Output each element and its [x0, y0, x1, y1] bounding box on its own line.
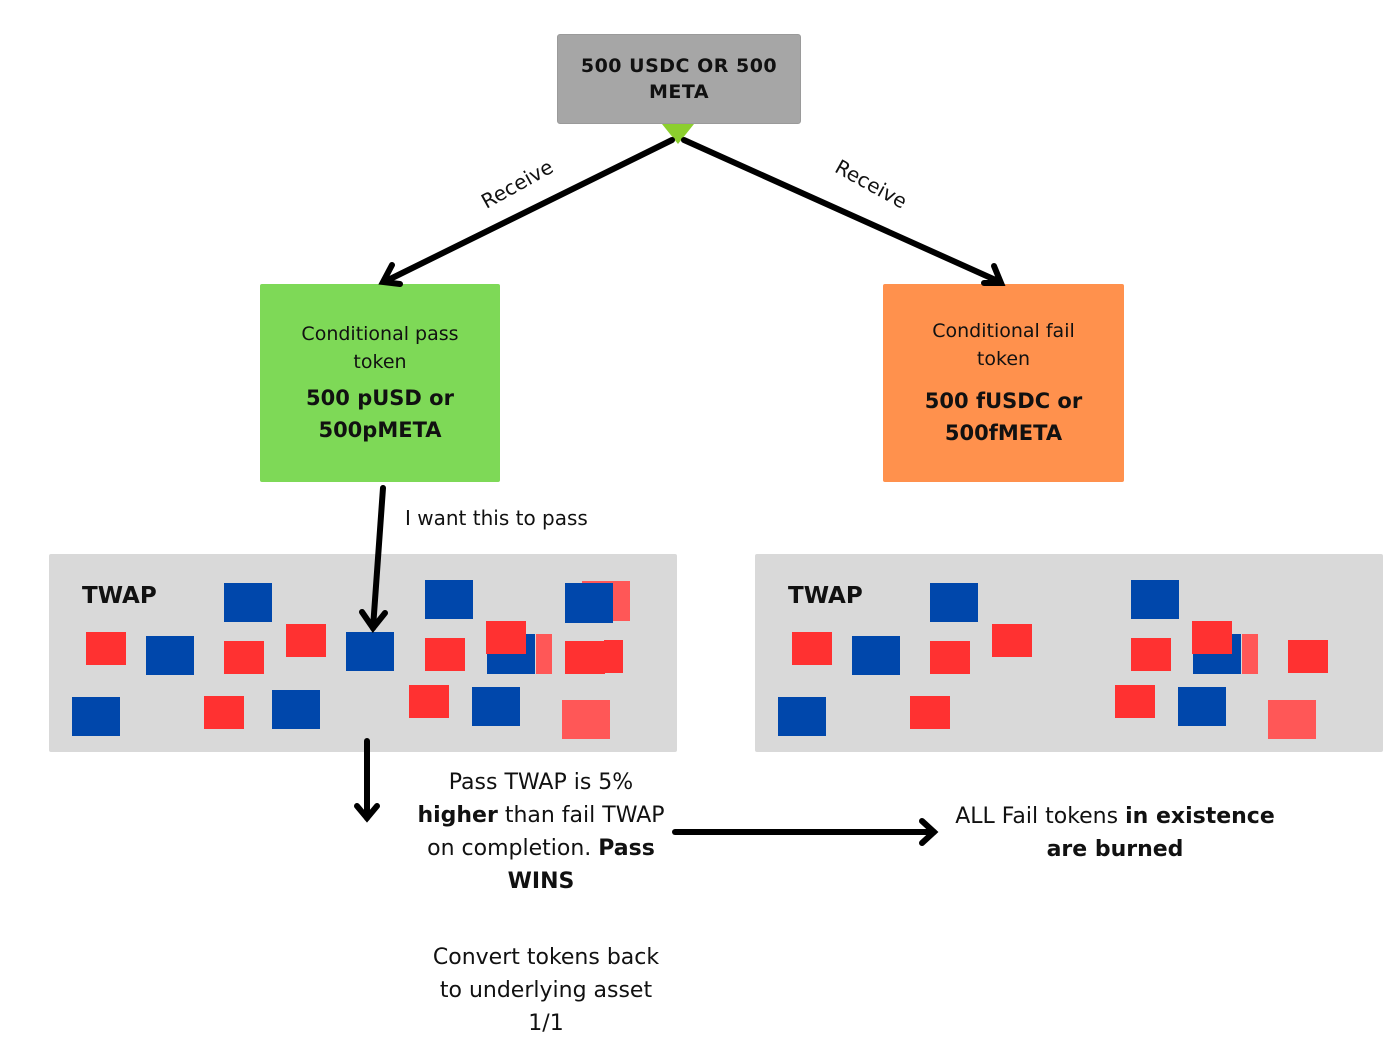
pass-twap-square-blue	[72, 697, 120, 736]
fail-twap-square-blue	[1131, 580, 1179, 619]
pass-twap-square-blue	[346, 632, 394, 671]
pass-twap-square-red	[562, 700, 610, 739]
pass-twap-title: TWAP	[82, 583, 157, 609]
outcome-line-2-rest: than fail TWAP	[497, 803, 665, 828]
fail-token-amount: 500 fUSDC or 500fMETA	[925, 385, 1082, 449]
pass-twap-square-red	[565, 641, 605, 674]
burn-line-2: are burned	[940, 833, 1290, 866]
pass-token-amount: 500 pUSD or 500pMETA	[306, 382, 454, 446]
pass-twap-square-red	[204, 696, 244, 729]
fail-twap-title: TWAP	[788, 583, 863, 609]
pass-twap-square-blue	[224, 583, 272, 622]
pass-twap-square-blue	[272, 690, 320, 729]
fail-twap-square-red	[1288, 640, 1328, 673]
left-edge-label: Receive	[477, 154, 558, 214]
outcome-text: Pass TWAP is 5% higher than fail TWAP on…	[405, 766, 677, 898]
fail-token-box: Conditional fail token 500 fUSDC or 500f…	[883, 284, 1124, 482]
pass-twap-square-red	[286, 624, 326, 657]
fail-twap-square-red	[992, 624, 1032, 657]
convert-text: Convert tokens back to underlying asset …	[410, 941, 682, 1040]
arrow-to-pass	[381, 137, 675, 285]
fail-twap-square-red	[792, 632, 832, 665]
pass-twap-square-red	[604, 640, 623, 673]
pass-token-label-1: Conditional pass	[301, 323, 459, 345]
outcome-line-3: on completion. Pass	[405, 832, 677, 865]
outcome-line-4: WINS	[405, 865, 677, 898]
burn-line-1-rest: ALL Fail tokens	[955, 804, 1126, 829]
convert-line-1: Convert tokens back	[432, 945, 660, 970]
pass-twap-square-red	[86, 632, 126, 665]
source-assets-box: 500 USDC OR 500 META	[557, 34, 801, 124]
fail-token-amount-1: 500 fUSDC or	[924, 389, 1083, 413]
outcome-higher: higher	[417, 803, 498, 828]
fail-twap-square-blue	[930, 583, 978, 622]
pass-token-amount-2: 500pMETA	[318, 418, 442, 442]
pass-twap-square-red	[224, 641, 264, 674]
burn-are-burned: are burned	[1046, 837, 1184, 862]
fail-twap-square-blue	[778, 697, 826, 736]
pass-twap-square-blue	[146, 636, 194, 675]
pass-twap-square-red	[536, 634, 552, 674]
pass-twap-panel: TWAP	[49, 554, 677, 752]
source-line-1: 500 USDC OR 500	[580, 55, 778, 77]
source-connector-icon	[662, 124, 694, 144]
fail-token-label-2: token	[976, 348, 1031, 370]
pass-token-box: Conditional pass token 500 pUSD or 500pM…	[260, 284, 500, 482]
fail-twap-square-blue	[852, 636, 900, 675]
burn-text: ALL Fail tokens in existence are burned	[940, 800, 1290, 866]
pass-twap-square-red	[425, 638, 465, 671]
fail-twap-square-red	[910, 696, 950, 729]
fail-twap-square-red	[1115, 685, 1155, 718]
burn-in-existence: in existence	[1125, 804, 1275, 829]
right-edge-label: Receive	[831, 154, 912, 214]
arrow-twap-down-head	[354, 803, 380, 823]
burn-line-1: ALL Fail tokens in existence	[940, 800, 1290, 833]
fail-twap-square-red	[1268, 700, 1316, 739]
fail-twap-square-red	[1192, 621, 1232, 654]
outcome-pass: Pass	[598, 836, 655, 861]
fail-token-label-1: Conditional fail	[932, 320, 1075, 342]
pass-twap-square-blue	[425, 580, 473, 619]
pass-twap-square-blue	[472, 687, 520, 726]
pass-twap-square-blue	[565, 583, 613, 623]
arrow-to-burn-head	[919, 818, 939, 846]
outcome-wins: WINS	[507, 869, 575, 894]
fail-twap-square-red	[1131, 638, 1171, 671]
fail-twap-square-red	[1242, 634, 1258, 674]
pass-token-amount-1: 500 pUSD or	[306, 386, 454, 410]
fail-twap-panel: TWAP	[755, 554, 1383, 752]
pass-annotation: I want this to pass	[405, 506, 588, 530]
outcome-line-1: Pass TWAP is 5%	[448, 770, 634, 795]
source-line-2: META	[648, 81, 710, 103]
arrow-to-fail-head	[981, 263, 1006, 286]
pass-twap-square-red	[486, 621, 526, 654]
pass-token-label-2: token	[353, 351, 407, 373]
outcome-line-2: higher than fail TWAP	[405, 799, 677, 832]
pass-twap-square-red	[409, 685, 449, 718]
fail-twap-square-red	[930, 641, 970, 674]
convert-line-3: 1/1	[528, 1011, 564, 1036]
fail-token-amount-2: 500fMETA	[944, 421, 1063, 445]
outcome-line-3-rest: on completion.	[427, 836, 599, 861]
arrow-to-pass-head	[378, 262, 403, 287]
fail-twap-square-blue	[1178, 687, 1226, 726]
convert-line-2: to underlying asset	[439, 978, 653, 1003]
